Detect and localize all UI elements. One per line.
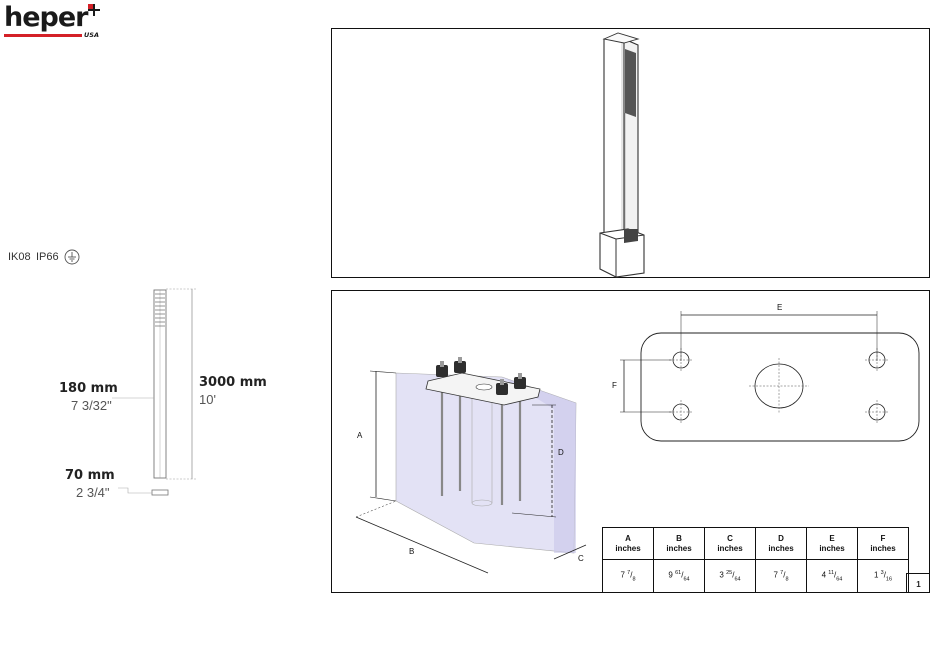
spec-value-whole: 3 <box>719 571 723 580</box>
spec-value-whole: 7 <box>620 571 624 580</box>
spec-value-cell: 4 11/64 <box>807 560 858 593</box>
spec-value-den: 64 <box>836 576 842 582</box>
spec-value-cell: 1 3/16 <box>858 560 909 593</box>
spec-value-num: 11 <box>828 570 834 576</box>
logo-region: USA <box>84 31 99 39</box>
spec-header-letter: A <box>603 534 653 544</box>
spec-value-cell: 3 25/64 <box>705 560 756 593</box>
product-view-frame <box>331 28 930 278</box>
height-ft-label: 10' <box>199 392 216 407</box>
spec-value-den: 8 <box>785 576 788 582</box>
spec-value-cell: 9 61/64 <box>654 560 705 593</box>
spec-value-num: 25 <box>726 570 732 576</box>
height-mm-label: 3000 mm <box>199 375 267 390</box>
base-mm-label: 70 mm <box>65 468 115 483</box>
spec-header-letter: E <box>807 534 857 544</box>
brand-logo: heper USA <box>4 4 104 44</box>
width-in-label: 7 3/32" <box>71 398 112 413</box>
ingress-rating: IP66 <box>36 251 59 263</box>
base-in-label: 2 3/4" <box>76 485 110 500</box>
dim-c-label: C <box>578 554 584 563</box>
page-number-box: 1 <box>906 573 930 593</box>
spec-header-unit: inches <box>705 544 755 554</box>
plus-icon <box>88 4 100 16</box>
spec-value-whole: 1 <box>874 571 878 580</box>
spec-value-num: 61 <box>675 570 681 576</box>
dim-b-label: B <box>409 547 414 556</box>
spec-value-num: 7 <box>780 570 783 576</box>
spec-value-den: 64 <box>734 576 740 582</box>
spec-value-den: 16 <box>886 576 892 582</box>
spec-value-num: 7 <box>627 570 630 576</box>
spec-header-unit: inches <box>603 544 653 554</box>
spec-value-den: 8 <box>632 576 635 582</box>
spec-header-unit: inches <box>654 544 704 554</box>
spec-value-whole: 9 <box>668 571 672 580</box>
spec-value-whole: 7 <box>773 571 777 580</box>
spec-header-letter: F <box>858 534 908 544</box>
logo-wordmark: heper <box>4 2 88 33</box>
page-number: 1 <box>916 580 920 589</box>
spec-header-unit: inches <box>756 544 806 554</box>
spec-header-letter: C <box>705 534 755 544</box>
spec-header-unit: inches <box>858 544 908 554</box>
dim-f-label: F <box>612 381 617 390</box>
bollard-render <box>332 29 931 279</box>
spec-header-letter: B <box>654 534 704 544</box>
spec-value-whole: 4 <box>822 571 826 580</box>
impact-rating: IK08 <box>8 251 31 263</box>
dim-e-label: E <box>777 303 782 312</box>
spec-value-cell: 7 7/8 <box>603 560 654 593</box>
spec-value-num: 3 <box>881 570 884 576</box>
spec-header-letter: D <box>756 534 806 544</box>
logo-accent-bar <box>4 34 82 37</box>
dim-a-label: A <box>357 431 362 440</box>
spec-header-unit: inches <box>807 544 857 554</box>
spec-table-value-row: 7 7/8 9 61/64 3 25/64 7 7/8 4 11/64 1 3/… <box>603 560 909 593</box>
width-mm-label: 180 mm <box>59 381 118 396</box>
spec-value-den: 64 <box>683 576 689 582</box>
ground-icon <box>64 249 80 265</box>
spec-value-cell: 7 7/8 <box>756 560 807 593</box>
dim-d-label: D <box>558 448 564 457</box>
